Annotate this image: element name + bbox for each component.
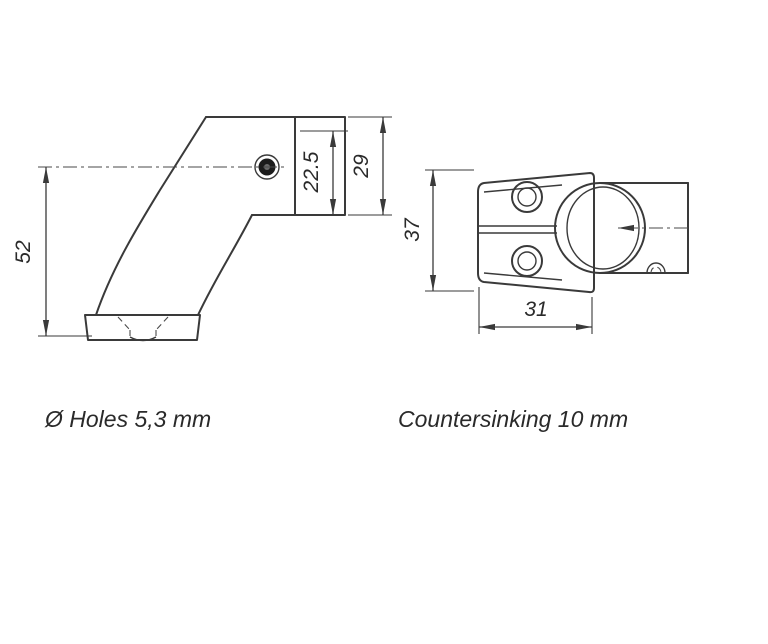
dimension-rail-offset: 22.5 xyxy=(300,130,348,215)
caption-countersinking: Countersinking 10 mm xyxy=(398,406,628,432)
side-view-body-inner-edge xyxy=(197,214,253,316)
dimension-bracket-height: 52 xyxy=(12,167,92,337)
dimension-label-52: 52 xyxy=(12,240,35,264)
upper-hole-icon xyxy=(511,181,543,213)
dimension-rail-height: 29 xyxy=(348,116,392,216)
dimension-label-37: 37 xyxy=(401,217,424,242)
side-view-base-plate xyxy=(84,314,201,341)
dimension-label-29: 29 xyxy=(350,154,373,179)
base-countersink-hidden-detail xyxy=(117,316,169,342)
tube-bottom-hole-detail xyxy=(646,262,666,274)
side-view-body-outer-edge xyxy=(95,116,207,316)
caption-holes: Ø Holes 5,3 mm xyxy=(44,406,211,432)
dimension-label-31: 31 xyxy=(524,298,547,321)
front-view-plate-outline xyxy=(477,172,595,294)
rail-socket-inner-bore xyxy=(566,186,640,270)
dimension-plate-width: 31 xyxy=(478,287,593,334)
side-view-rail-outline xyxy=(205,116,346,216)
side-view xyxy=(38,116,346,342)
dimension-plate-height: 37 xyxy=(401,169,474,292)
lower-hole-icon xyxy=(511,245,543,277)
plate-inner-bottom-edge xyxy=(483,272,563,281)
front-view xyxy=(477,172,689,294)
dimension-label-22-5: 22.5 xyxy=(300,151,323,193)
